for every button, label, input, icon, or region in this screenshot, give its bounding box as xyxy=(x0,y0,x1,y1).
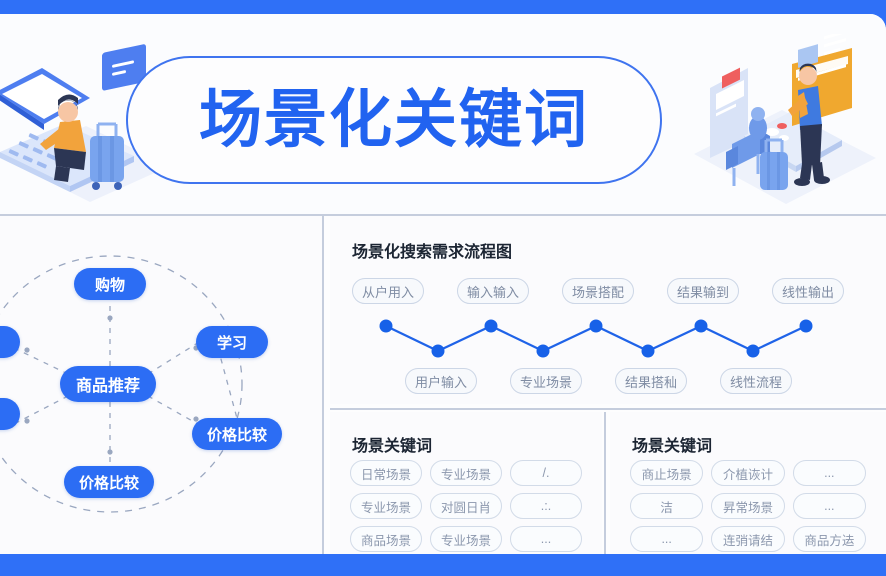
flow-chip-label: 场景搭配 xyxy=(572,284,625,300)
mindmap-node-price-compare-right[interactable]: 价格比较 xyxy=(192,418,282,450)
page-title: 场景化关键词 xyxy=(199,84,589,155)
keyword-tag[interactable]: 专业场景 xyxy=(430,460,502,486)
mindmap-node-left-upper[interactable] xyxy=(0,326,20,358)
flow-chip-label: 结果输到 xyxy=(677,284,730,300)
divider-left-main xyxy=(322,216,324,554)
keyword-tag[interactable]: 连弰请结 xyxy=(711,526,785,552)
keyword-tag[interactable]: ... xyxy=(630,526,704,552)
keyword-tag[interactable]: 介植诙计 xyxy=(711,460,785,486)
flow-chip-label: 结果搭秈 xyxy=(625,374,678,390)
mindmap-node-center-recommendation[interactable]: 商品推荐 xyxy=(60,366,156,402)
mindmap-node-left-lower[interactable] xyxy=(0,398,20,430)
keyword-tag-label: 商止场景 xyxy=(641,467,692,482)
bottom-blue-rail xyxy=(0,554,886,576)
mindmap-node-label: 价格比较 xyxy=(78,474,139,492)
keywords-left-grid: 日常场景 专业场景 /. 专业场景 对圆日肖 .:. 商品场景 专业场景 ... xyxy=(350,460,582,552)
keyword-tag-label: .:. xyxy=(540,499,552,513)
keyword-tag[interactable]: ... xyxy=(510,526,582,552)
keyword-tag-label: /. xyxy=(542,466,550,480)
mindmap-node-study[interactable]: 学习 xyxy=(196,326,268,358)
keyword-tag[interactable]: 专业场景 xyxy=(350,493,422,519)
divider-flow-keywords xyxy=(330,408,886,410)
keyword-tag[interactable]: /. xyxy=(510,460,582,486)
mindmap-connectors xyxy=(0,255,243,513)
mindmap-node-label: 购物 xyxy=(94,276,125,294)
keyword-tag-label: 介植诙计 xyxy=(722,467,773,482)
flow-chip-top-2[interactable]: 输入输入 xyxy=(457,278,530,304)
keyword-tag-label: 专业场景 xyxy=(360,500,411,515)
flow-chip-label: 专业场景 xyxy=(520,374,573,390)
mindmap-node-label: 学习 xyxy=(216,334,247,352)
flow-chip-top-5[interactable]: 线性输出 xyxy=(772,278,845,304)
flow-chip-top-3[interactable]: 场景搭配 xyxy=(562,278,635,304)
flow-chip-top-1[interactable]: 从户用入 xyxy=(352,278,425,304)
white-canvas: 场景化关键词 xyxy=(0,14,886,554)
keywords-right-grid: 商止场景 介植诙计 ... 洁 昇常场景 ... ... 连弰请结 商品方迲 xyxy=(630,460,866,552)
keyword-tag[interactable]: 商品方迲 xyxy=(792,526,866,552)
keyword-tag[interactable]: 专业场景 xyxy=(430,526,502,552)
flow-panel-title: 场景化搜索需求流程图 xyxy=(352,244,513,261)
header-banner: 场景化关键词 xyxy=(0,14,886,214)
keyword-tag-label: ... xyxy=(824,466,835,480)
flow-diagram: 从户用入 输入输入 场景搭配 结果输到 线性输出 xyxy=(330,216,886,404)
flow-chip-label: 从户用入 xyxy=(362,284,415,300)
mindmap-node-shopping[interactable]: 购物 xyxy=(74,268,146,300)
keyword-tag-label: 连弰请结 xyxy=(722,533,773,548)
keyword-tag-label: 专业场景 xyxy=(440,533,491,548)
keyword-tag-label: ... xyxy=(661,532,672,546)
mindmap-node-label: 价格比较 xyxy=(206,426,267,444)
keywords-left-title: 场景关键词 xyxy=(352,438,433,455)
mindmap-node-label: 商品推荐 xyxy=(75,378,140,395)
person-at-desk-with-browser-windows-icon xyxy=(686,30,882,215)
keyword-tag[interactable]: 商品场景 xyxy=(350,526,422,552)
keyword-tag-label: 商品场景 xyxy=(360,533,411,548)
flow-chip-label: 线性输出 xyxy=(782,284,835,300)
flow-chip-label: 用户输入 xyxy=(415,374,468,390)
keyword-tag[interactable]: 昇常场景 xyxy=(711,493,785,519)
keyword-tag-label: 日常场景 xyxy=(360,467,411,482)
mindmap-panel: 购物 学习 商品推荐 价格比较 价格比较 xyxy=(0,216,322,554)
keyword-tag-label: ... xyxy=(824,499,835,513)
flow-chip-bottom-2[interactable]: 专业场景 xyxy=(510,368,583,394)
mindmap-node-price-compare-bottom[interactable]: 价格比较 xyxy=(64,466,154,498)
keywords-panel-right: 场景关键词 商止场景 介植诙计 ... 洁 昇常场景 ... ... 连弰请结 … xyxy=(610,412,886,554)
keyword-tag-label: 洁 xyxy=(660,500,673,515)
flow-chip-label: 线性流程 xyxy=(730,374,783,390)
flow-zigzag-line xyxy=(379,319,813,358)
flow-chip-bottom-3[interactable]: 结果搭秈 xyxy=(615,368,688,394)
keywords-right-title: 场景关键词 xyxy=(632,438,713,455)
flow-chip-top-4[interactable]: 结果输到 xyxy=(667,278,740,304)
divider-keyword-panels xyxy=(604,412,606,554)
divider-header-body xyxy=(0,214,886,216)
keyword-tag-label: 专业场景 xyxy=(440,467,491,482)
keyword-tag[interactable]: 日常场景 xyxy=(350,460,422,486)
keyword-tag-label: 商品方迲 xyxy=(804,533,855,548)
keyword-tag[interactable]: 对圆日肖 xyxy=(430,493,502,519)
flow-panel: 场景化搜索需求流程图 从户用入 输入输入 场景搭配 结果输到 线性输出 xyxy=(330,216,886,404)
flow-chip-bottom-4[interactable]: 线性流程 xyxy=(720,368,793,394)
keyword-tag[interactable]: ... xyxy=(792,460,866,486)
keywords-panel-left: 场景关键词 日常场景 专业场景 /. 专业场景 对圆日肖 .:. 商品场景 专业… xyxy=(330,412,602,554)
keyword-tag-label: 对圆日肖 xyxy=(440,500,491,515)
top-blue-rail xyxy=(0,0,886,14)
keyword-tag[interactable]: .:. xyxy=(510,493,582,519)
flow-chip-label: 输入输入 xyxy=(467,284,520,300)
page-title-pill: 场景化关键词 xyxy=(126,56,662,184)
mindmap-canvas: 购物 学习 商品推荐 价格比较 价格比较 xyxy=(0,216,322,554)
keyword-tag[interactable]: ... xyxy=(792,493,866,519)
keyword-tag[interactable]: 商止场景 xyxy=(630,460,704,486)
keyword-tag[interactable]: 洁 xyxy=(630,493,704,519)
keyword-tag-label: ... xyxy=(540,532,552,546)
flow-chip-bottom-1[interactable]: 用户输入 xyxy=(405,368,478,394)
person-on-laptop-with-suitcase-icon xyxy=(0,40,194,217)
keyword-tag-label: 昇常场景 xyxy=(722,500,773,515)
